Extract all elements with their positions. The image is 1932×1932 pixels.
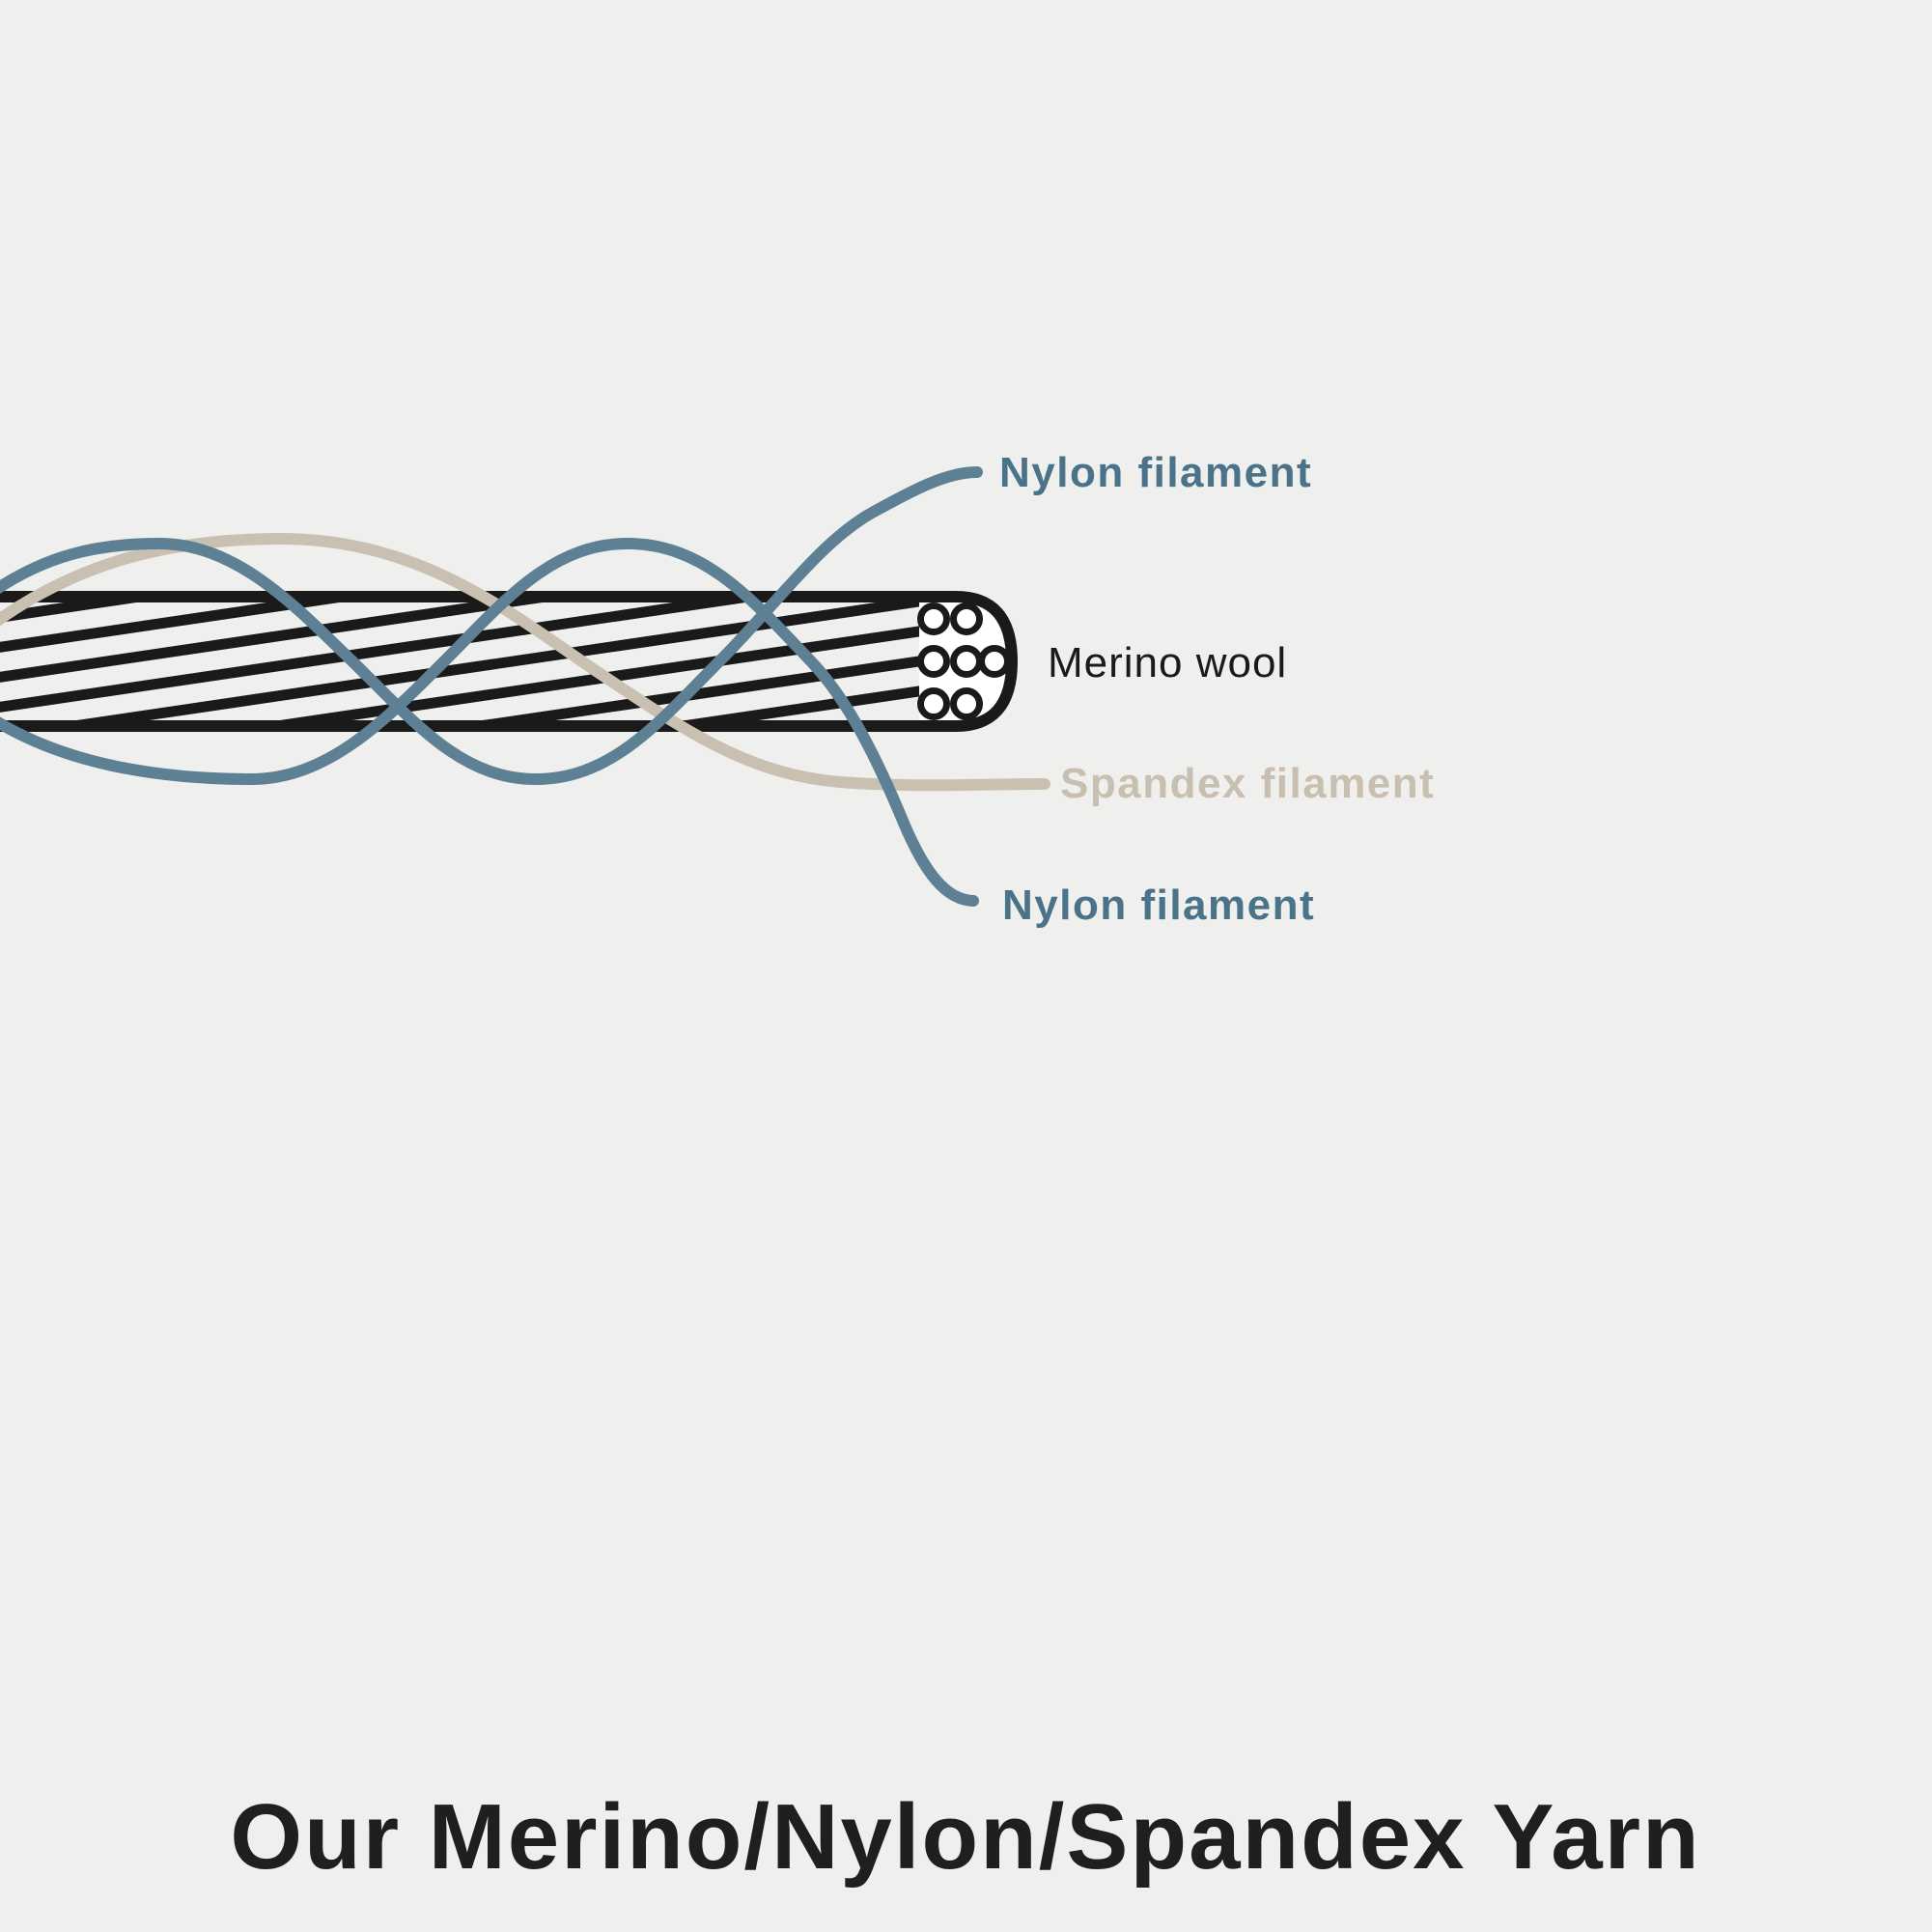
fiber-end-circle [978, 645, 1011, 678]
fiber-cross-section-outline [919, 591, 1019, 732]
fiber-end-circle [950, 645, 983, 678]
merino-wool-label: Merino wool [1048, 639, 1287, 686]
nylon-filament-top-label: Nylon filament [999, 449, 1312, 496]
diagram-title: Our Merino/Nylon/Spandex Yarn [230, 1785, 1700, 1889]
fiber-end-circle [917, 687, 950, 720]
nylon-filament-wave-bottom [0, 537, 979, 907]
fiber-end-circle [917, 645, 950, 678]
fiber-end-circle [917, 602, 950, 635]
nylon-filament-bottom-label: Nylon filament [1002, 882, 1315, 929]
fiber-end-circle [950, 687, 983, 720]
fiber-end-circle [950, 602, 983, 635]
fiber-ends [917, 602, 1011, 720]
spandex-filament-label: Spandex filament [1060, 760, 1435, 807]
nylon-filament-wave-top [0, 466, 983, 786]
